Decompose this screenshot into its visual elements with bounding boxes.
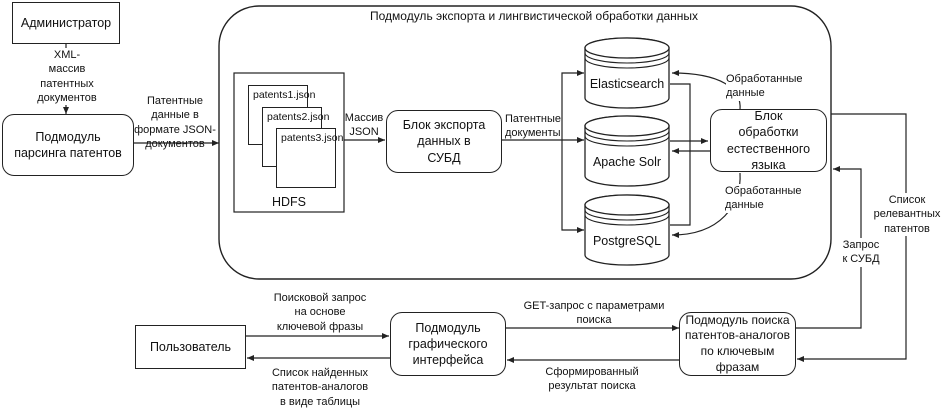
label-search-to-module: Запрос к СУБД	[837, 238, 885, 267]
gui-node: Подмодуль графического интерфейса	[390, 312, 506, 376]
label-admin-to-parser: XML- массив патентных документов	[34, 48, 100, 106]
db-apache-solr: Apache Solr	[592, 155, 662, 169]
label-hdfs-to-export: Массив JSON	[344, 112, 384, 139]
label-export-to-db: Патентные документы	[505, 113, 562, 140]
module-title: Подмодуль экспорта и лингвистической обр…	[370, 9, 699, 23]
parser-node: Подмодуль парсинга патентов	[2, 114, 134, 176]
label-gui-to-search: GET-запрос с параметрами поиска	[523, 300, 665, 327]
db-elasticsearch: Elasticsearch	[589, 77, 665, 91]
label-user-to-gui: Поисковой запрос на основе ключевой фраз…	[273, 292, 367, 333]
user-node: Пользователь	[135, 325, 246, 369]
edge-module-to-search	[797, 113, 907, 362]
search-node: Подмодуль поиска патентов-аналогов по кл…	[679, 312, 796, 376]
edge-elastic-collector	[670, 83, 691, 226]
db-cylinder-elasticsearch	[584, 37, 670, 109]
label-parser-to-module: Патентные данные в формате JSON- докумен…	[134, 95, 216, 150]
export-block-node: Блок экспорта данных в СУБД	[386, 110, 502, 173]
edge-nlp-to-postgres	[671, 172, 741, 238]
edge-fan-to-postgres	[561, 140, 584, 233]
admin-node: Администратор	[12, 2, 120, 44]
db-cylinder-postgresql	[584, 194, 670, 266]
hdfs-label: HDFS	[271, 195, 307, 209]
db-cylinder-apache-solr	[584, 115, 670, 187]
label-gui-to-user: Список найденных патентов-аналогов в вид…	[271, 367, 369, 408]
label-nlp-to-elastic: Обработанные данные	[726, 72, 803, 101]
file-patents3: patents3.json	[276, 128, 343, 188]
nlp-block-node: Блок обработки естественного языка	[710, 109, 827, 172]
label-search-to-gui: Сформированный результат поиска	[545, 366, 639, 393]
label-nlp-to-postgres: Обработанные данные	[725, 184, 802, 213]
label-module-to-search: Список релевантных патентов	[873, 193, 941, 236]
edge-nlp-to-elastic	[671, 70, 741, 111]
db-postgresql: PostgreSQL	[592, 234, 662, 248]
edge-fan-to-elastic	[561, 70, 584, 140]
